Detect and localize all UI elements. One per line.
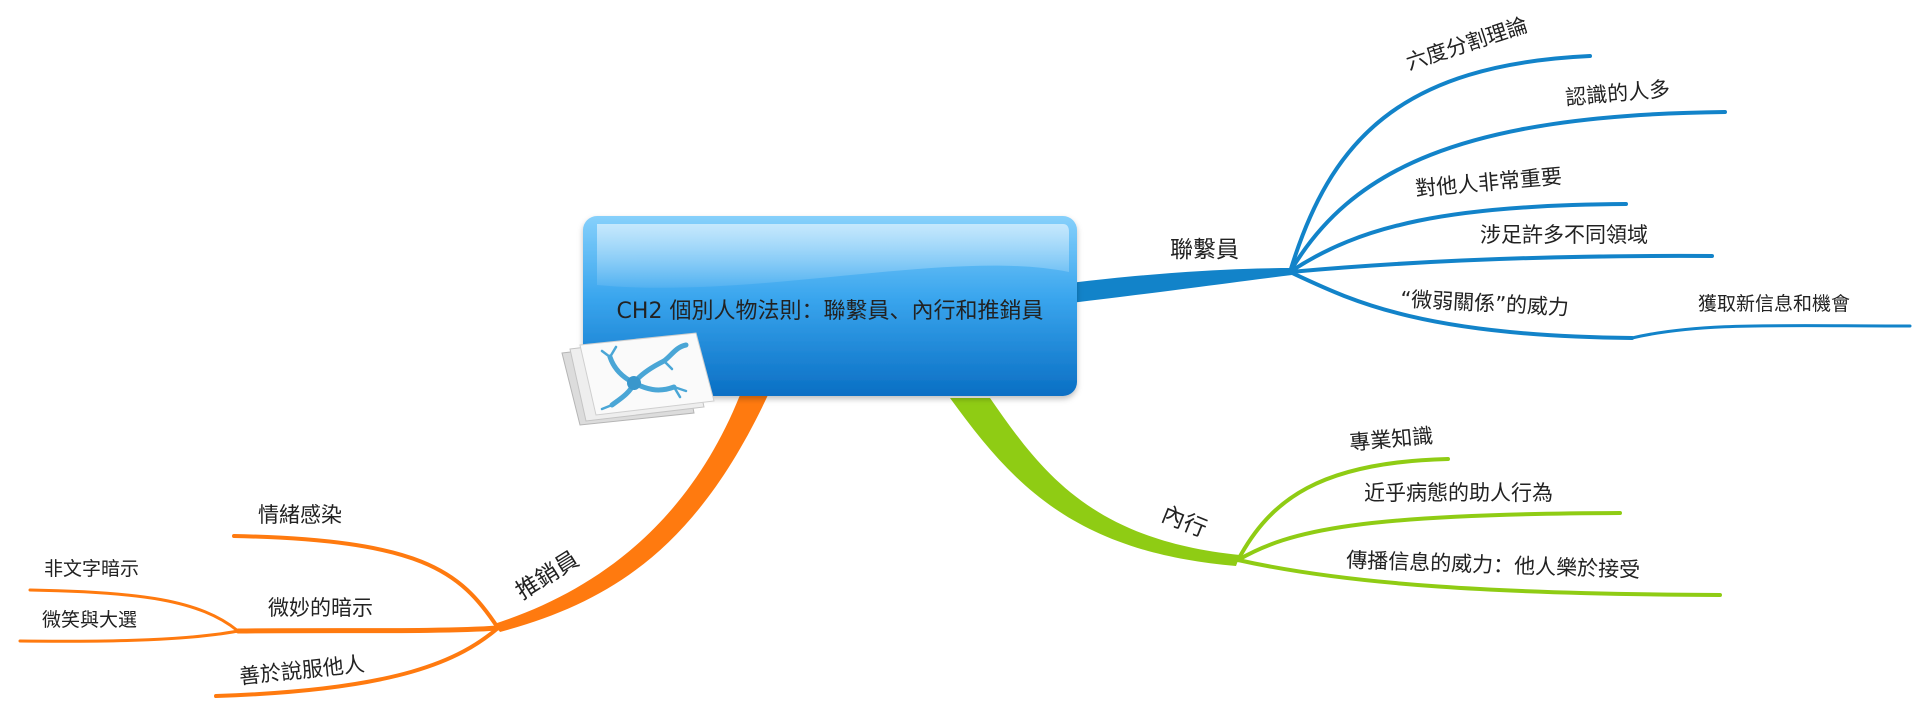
maven-trunk	[950, 398, 1240, 566]
branch-salesman: 推銷員 情緒感染 微妙的暗示 善於說服他人 非文字暗示 微笑與大選	[18, 395, 768, 698]
connector-trunk	[1070, 268, 1292, 303]
connector-branch-5	[1288, 270, 1634, 340]
connector-child-2: 認識的人多	[1564, 77, 1671, 110]
maven-branch-3	[1236, 558, 1722, 597]
connector-label: 聯繫員	[1170, 237, 1239, 263]
central-topic-gloss	[597, 224, 1069, 288]
salesman-branch-2-child-1	[28, 588, 240, 633]
branch-connector: 聯繫員 六度分割理論 認識的人多 對他人非常重要 涉足許多不同領域 “微弱關係”…	[1070, 13, 1912, 340]
salesman-branch-3	[214, 626, 500, 698]
salesman-branch-2-child-2	[18, 629, 240, 643]
central-topic-title: CH2 個別人物法則：聯繫員、內行和推銷員	[617, 299, 1044, 324]
salesman-branch-2	[235, 625, 501, 634]
connector-branch-2	[1288, 110, 1727, 274]
maven-child-1: 專業知識	[1348, 424, 1434, 455]
central-topic[interactable]: CH2 個別人物法則：聯繫員、內行和推銷員	[561, 216, 1077, 426]
connector-child-3: 對他人非常重要	[1414, 164, 1563, 201]
connector-child-5-sub: 獲取新信息和機會	[1698, 293, 1850, 315]
salesman-child-2-sub-2: 微笑與大選	[42, 609, 137, 631]
maven-branch-1	[1236, 457, 1450, 562]
maven-label: 內行	[1158, 501, 1210, 542]
salesman-trunk	[494, 395, 768, 632]
branch-maven: 內行 專業知識 近乎病態的助人行為 傳播信息的威力：他人樂於接受	[950, 398, 1722, 597]
salesman-child-2: 微妙的暗示	[268, 596, 373, 620]
salesman-child-1: 情緒感染	[258, 503, 342, 527]
salesman-branch-1	[232, 534, 500, 630]
salesman-child-2-sub-1: 非文字暗示	[44, 558, 139, 580]
connector-branch-4	[1288, 253, 1714, 274]
connector-child-4: 涉足許多不同領域	[1480, 223, 1648, 247]
maven-child-3: 傳播信息的威力：他人樂於接受	[1346, 548, 1641, 582]
connector-branch-3	[1288, 202, 1628, 274]
connector-child-5: “微弱關係”的威力	[1400, 287, 1570, 320]
connector-branch-1	[1288, 54, 1592, 274]
mind-map-sheets-icon	[561, 332, 715, 426]
maven-child-2: 近乎病態的助人行為	[1364, 481, 1553, 505]
connector-branch-5-child	[1630, 324, 1912, 340]
maven-branch-2	[1236, 511, 1622, 562]
